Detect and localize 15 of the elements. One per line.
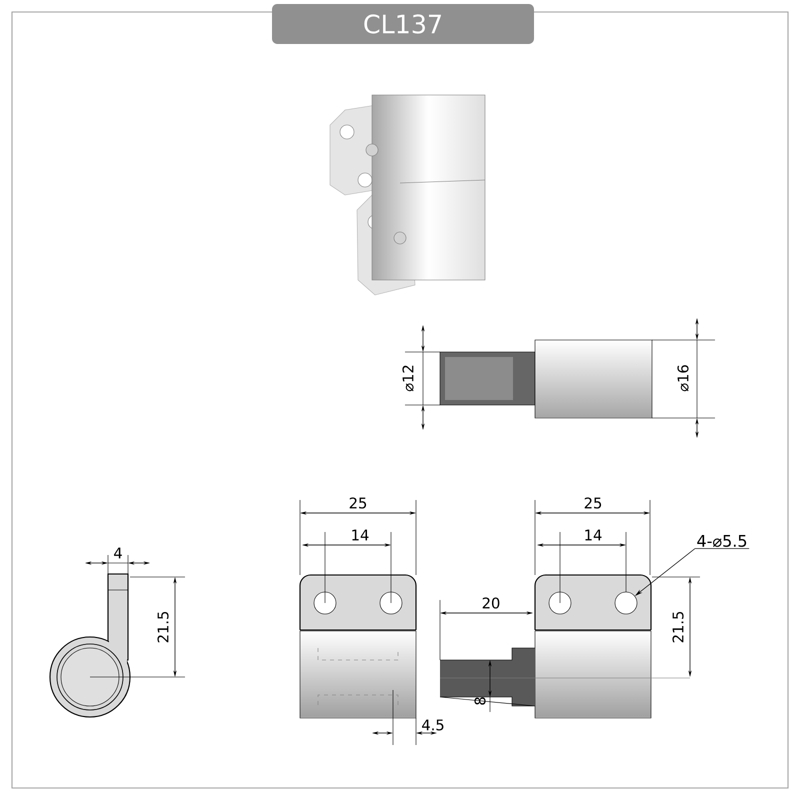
dimension-label: ⌀16 <box>677 365 689 392</box>
mounting-hole <box>614 592 638 614</box>
dimension-label: 14 <box>585 530 602 540</box>
dimension-label: 20 <box>482 597 500 609</box>
dimension-label: 4 <box>114 548 122 558</box>
dimension-label: 4.5 <box>422 720 444 730</box>
dimension-label: 14 <box>352 530 368 540</box>
dimension-label: 21.5 <box>157 612 169 642</box>
dimension-label: 21.5 <box>672 612 684 642</box>
dimension-label: 25 <box>350 497 366 509</box>
dimension-label: 25 <box>584 497 602 509</box>
title-tab: CL137 <box>272 4 534 44</box>
callout-text: 4-⌀5.5 <box>694 535 750 549</box>
dimension-label: 8 <box>474 697 486 705</box>
dimension-label: ⌀12 <box>402 366 414 392</box>
